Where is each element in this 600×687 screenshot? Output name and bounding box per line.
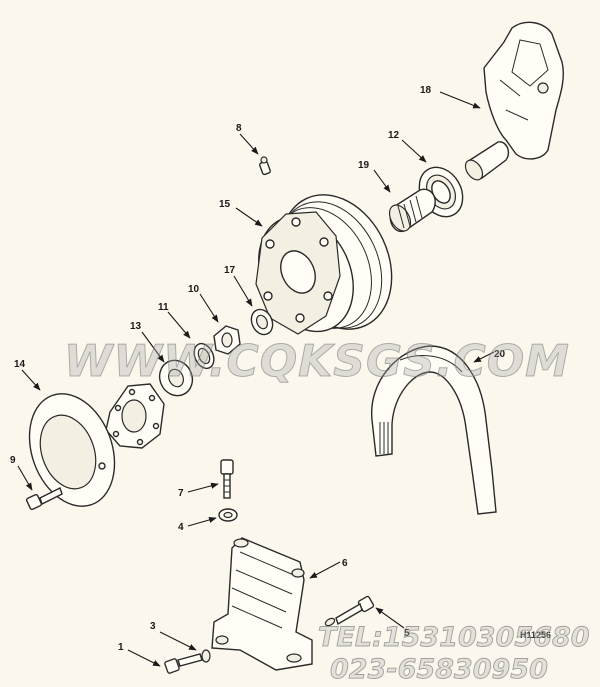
part-1-3-bolt	[164, 649, 211, 674]
phone-line-2: 023-65830950	[330, 654, 548, 685]
part-18-bracket	[464, 21, 565, 181]
callout-labels: 18 12 19 8 15 17 10 11 13 14 20 9 7 4 6 …	[10, 85, 506, 653]
callout-7: 7	[178, 488, 184, 499]
callout-12: 12	[388, 130, 400, 141]
callout-10: 10	[188, 284, 200, 295]
part-7-capscrew	[220, 459, 234, 499]
leader-lines	[17, 91, 495, 667]
callout-20: 20	[494, 349, 506, 360]
part-14-damper	[28, 393, 116, 507]
part-10-nut	[213, 325, 241, 355]
callout-3: 3	[150, 621, 156, 632]
part-11-oring	[193, 342, 215, 370]
phone-line-1: TEL:15310305680	[318, 622, 590, 653]
part-17-washer	[250, 308, 274, 336]
part-8-fitting	[259, 156, 271, 176]
callout-13: 13	[130, 321, 142, 332]
callout-14: 14	[14, 359, 26, 370]
callout-19: 19	[358, 160, 370, 171]
part-6-support	[211, 537, 313, 671]
callout-15: 15	[219, 199, 231, 210]
callout-9: 9	[10, 455, 16, 466]
callout-6: 6	[342, 558, 348, 569]
part-4-washer	[218, 508, 238, 522]
callout-8: 8	[236, 123, 242, 134]
callout-1: 1	[118, 642, 124, 653]
callout-5: 5	[404, 628, 410, 639]
callout-4: 4	[178, 522, 184, 533]
callout-17: 17	[224, 265, 236, 276]
part-5-bolt	[324, 595, 375, 627]
part-20-belt	[371, 345, 497, 515]
callout-11: 11	[158, 302, 169, 313]
drawing-code: H11256	[520, 630, 551, 640]
part-13-spacer	[158, 359, 194, 397]
part-15-pulley	[255, 194, 393, 335]
watermark-text: WWW.CQKSGS.COM	[64, 336, 570, 387]
callout-18: 18	[420, 85, 432, 96]
part-19-bearing	[388, 188, 436, 233]
gasket-plate	[105, 383, 165, 449]
part-9-bolt	[25, 487, 63, 511]
